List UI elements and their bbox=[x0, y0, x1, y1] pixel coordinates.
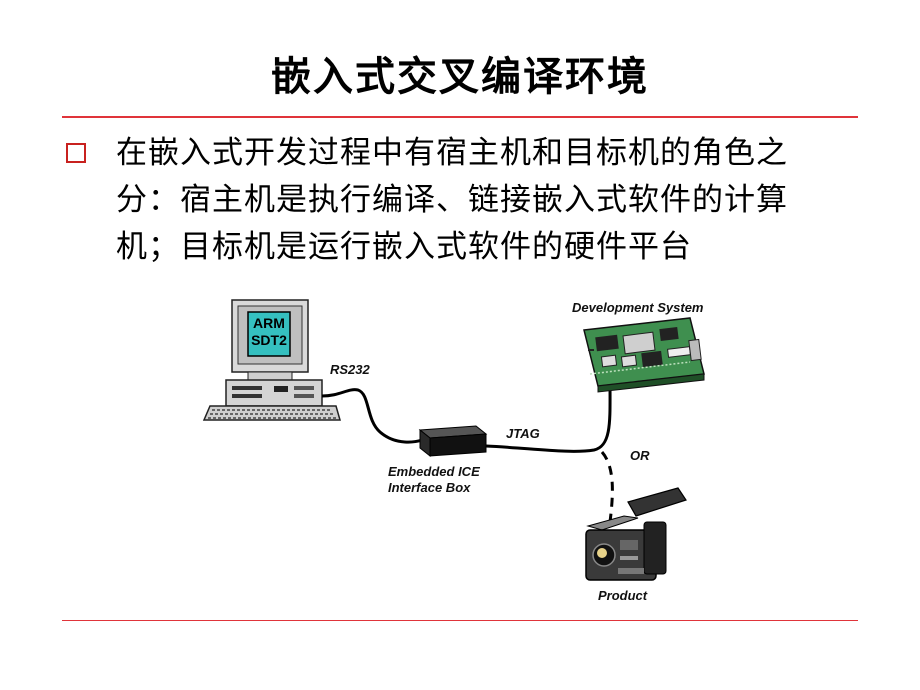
footer-divider bbox=[62, 620, 858, 621]
jtag-cable bbox=[485, 370, 612, 453]
screen-text-sdt2: SDT2 bbox=[251, 332, 287, 348]
product-camcorder bbox=[585, 487, 687, 581]
title-divider bbox=[62, 116, 858, 118]
dev-system-label: Development System bbox=[572, 300, 704, 315]
or-dashed-link bbox=[600, 451, 614, 523]
diagram-svg: ARM SDT2 RS232 Embedded ICE Int bbox=[202, 299, 705, 603]
ice-interface-box bbox=[418, 425, 488, 458]
screen-text-arm: ARM bbox=[253, 315, 285, 331]
development-board bbox=[583, 317, 705, 393]
rs232-label: RS232 bbox=[330, 362, 371, 377]
cross-compile-diagram: ARM SDT2 RS232 Embedded ICE Int bbox=[190, 290, 750, 610]
rs232-cable bbox=[321, 388, 423, 444]
bullet-square-icon bbox=[66, 143, 86, 163]
jtag-label: JTAG bbox=[506, 426, 540, 441]
bullet-text: 在嵌入式开发过程中有宿主机和目标机的角色之分：宿主机是执行编译、链接嵌入式软件的… bbox=[116, 135, 788, 265]
or-label: OR bbox=[630, 448, 650, 463]
host-computer: ARM SDT2 bbox=[202, 299, 341, 421]
product-label: Product bbox=[598, 588, 648, 603]
monitor-screen bbox=[247, 311, 291, 357]
slide-title: 嵌入式交叉编译环境 bbox=[271, 53, 649, 100]
ice-label-line1: Embedded ICE bbox=[388, 464, 480, 479]
ice-label-line2: Interface Box bbox=[388, 480, 471, 495]
